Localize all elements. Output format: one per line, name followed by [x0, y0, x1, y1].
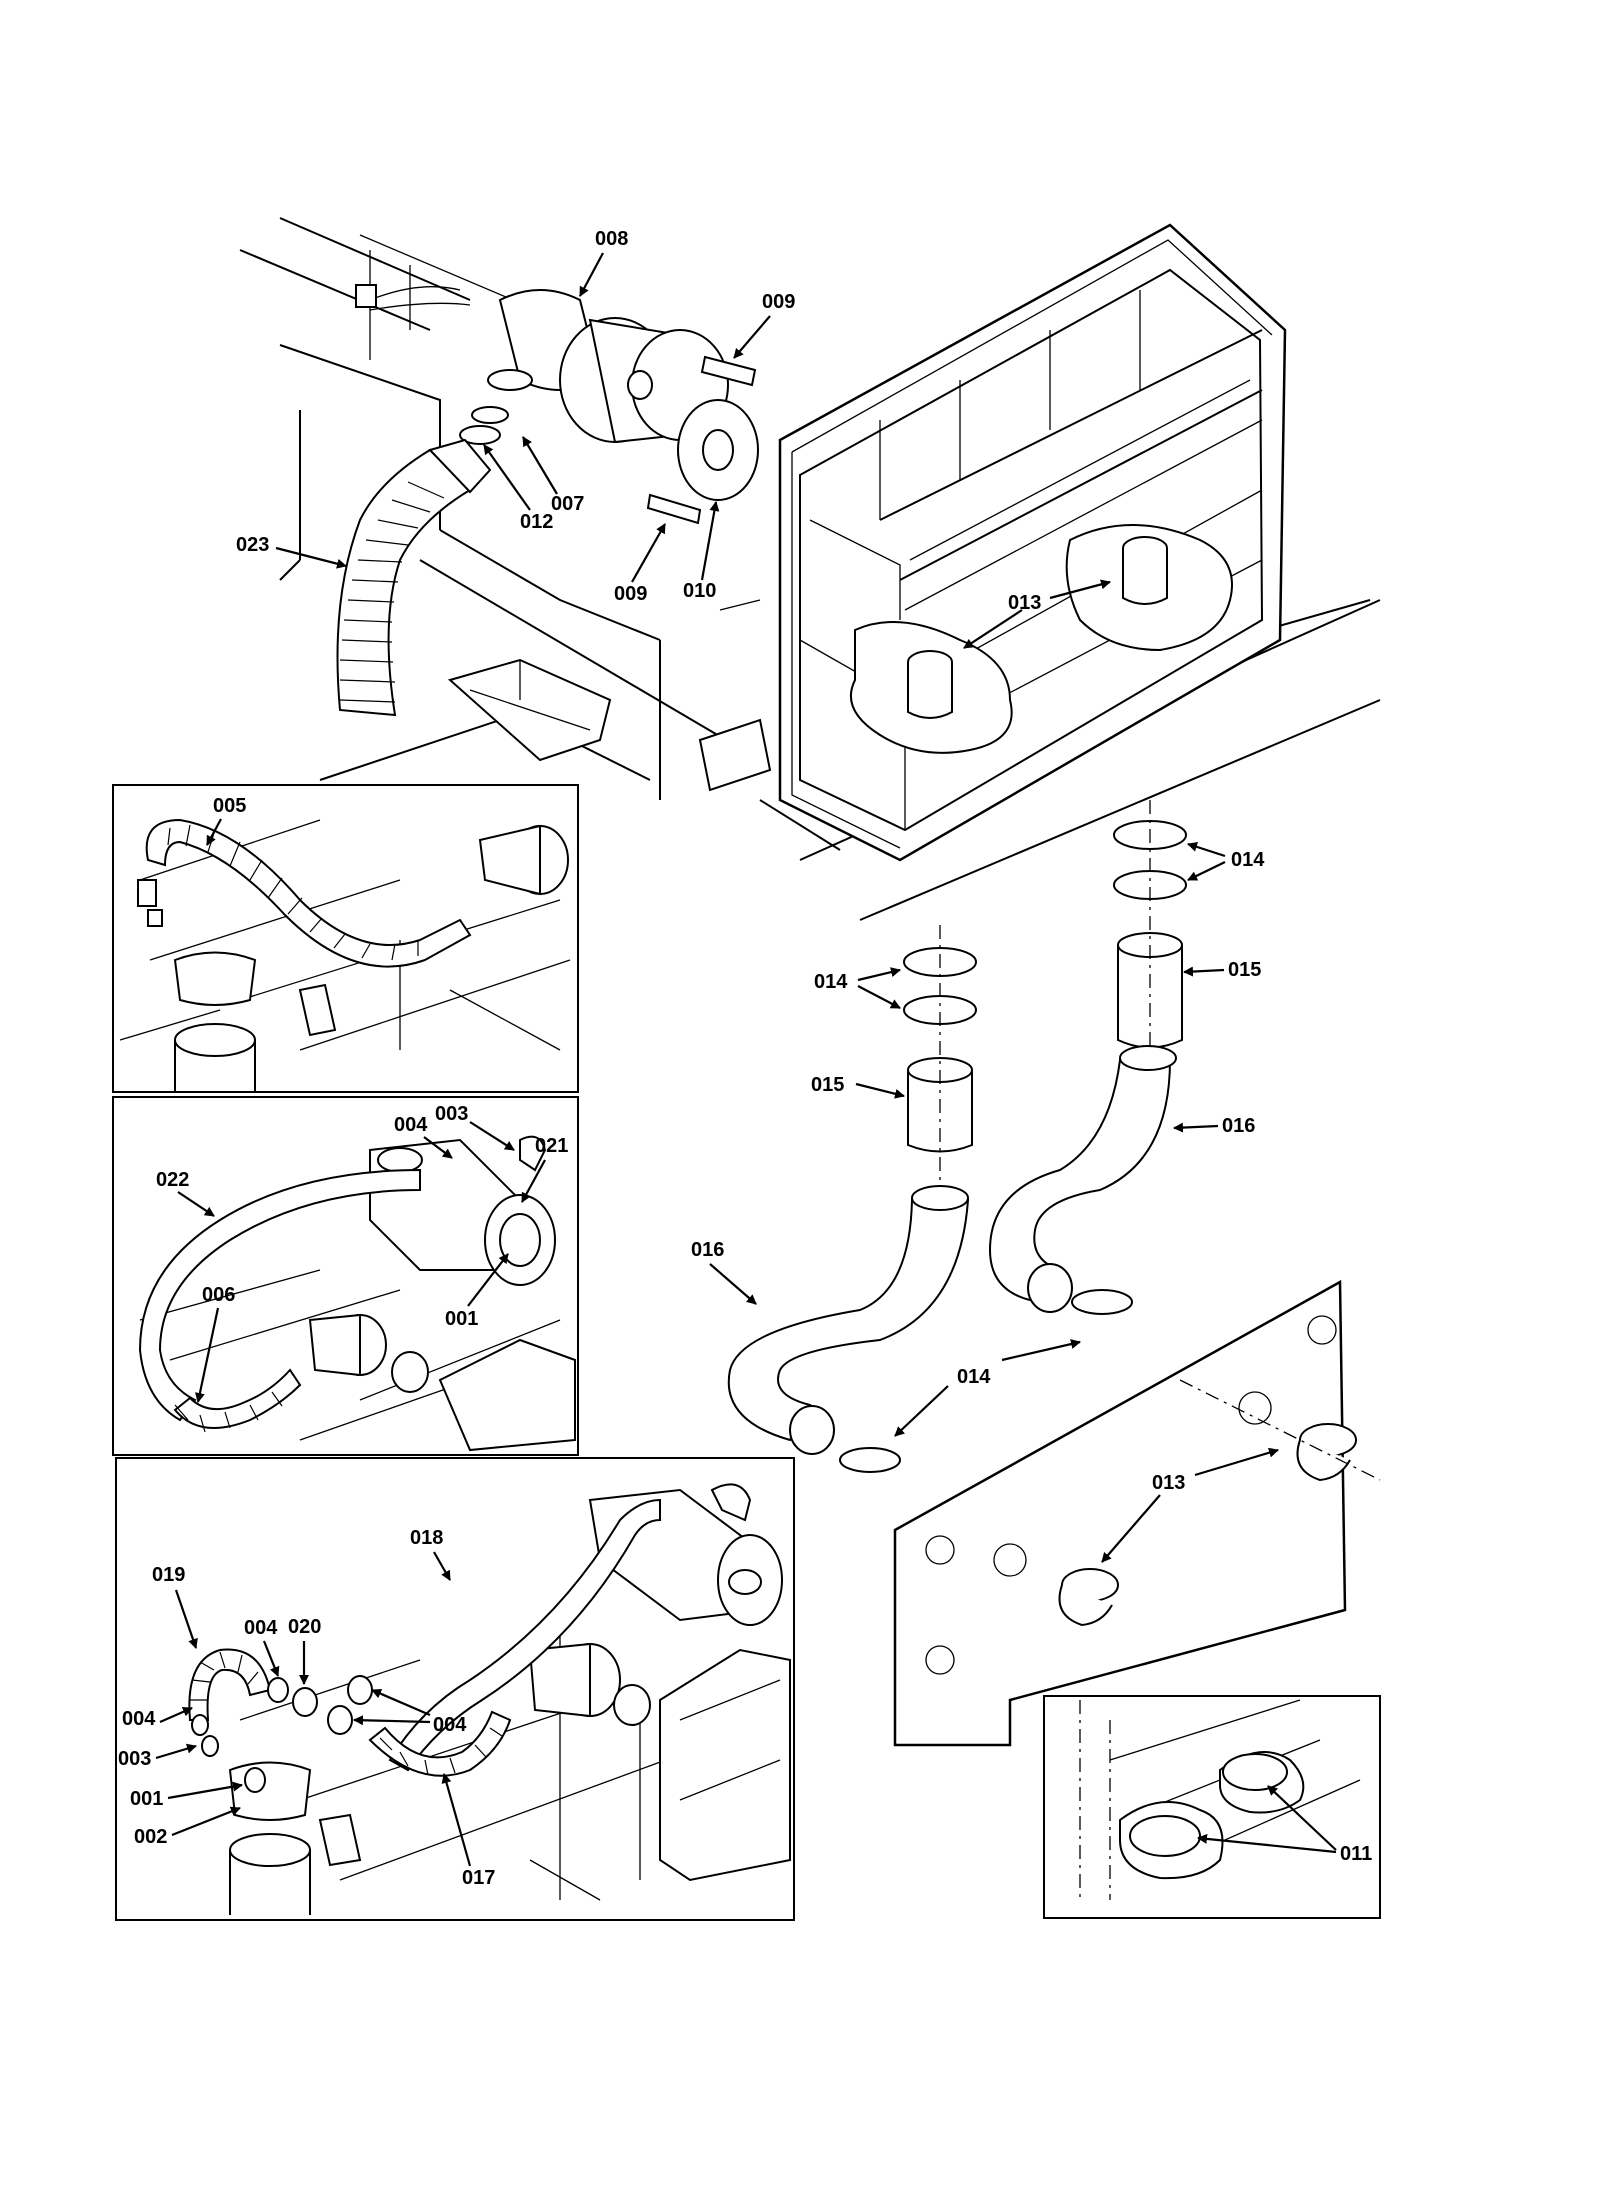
- callout-003-inset2: 003: [435, 1103, 468, 1125]
- clamp-014-f: [839, 1447, 901, 1473]
- tank-box: [778, 223, 1287, 862]
- callout-005: 005: [213, 795, 246, 817]
- callout-008: 008: [595, 228, 628, 250]
- callout-004-inset3-right: 004: [433, 1714, 467, 1736]
- callout-001-inset2: 001: [445, 1308, 478, 1330]
- callout-003-inset3: 003: [118, 1748, 151, 1770]
- inset-022: [112, 1096, 579, 1456]
- callout-017: 017: [462, 1867, 495, 1889]
- callout-016-left: 016: [691, 1239, 724, 1261]
- callout-011: 011: [1340, 1843, 1372, 1865]
- callout-020: 020: [288, 1616, 321, 1638]
- inset-005: [112, 784, 579, 1093]
- callout-009-top: 009: [762, 291, 795, 313]
- callout-015-left: 015: [811, 1074, 844, 1096]
- hose-023: [336, 438, 492, 717]
- center-parts: [727, 800, 1381, 1747]
- callout-004-inset3-left: 004: [122, 1708, 156, 1730]
- callout-019: 019: [152, 1564, 185, 1586]
- callout-014-mid: 014: [957, 1366, 991, 1388]
- callout-013-bottom: 013: [1152, 1472, 1185, 1494]
- inset-018: [115, 1457, 795, 1921]
- callout-023: 023: [236, 534, 269, 556]
- callout-001-inset3: 001: [130, 1788, 163, 1810]
- callout-009-bottom: 009: [614, 583, 647, 605]
- callout-014-right: 014: [1231, 849, 1265, 871]
- callouts: 008 009 007 012 023 009 010 013 005 014 …: [118, 228, 1372, 1889]
- callout-006: 006: [202, 1284, 235, 1306]
- hose-016-right: [988, 1059, 1172, 1302]
- callout-014-left: 014: [814, 971, 848, 993]
- callout-018: 018: [410, 1527, 443, 1549]
- callout-015-right: 015: [1228, 959, 1261, 981]
- clamp-014-e: [1071, 1289, 1133, 1315]
- callout-002: 002: [134, 1826, 167, 1848]
- callout-016-right: 016: [1222, 1115, 1255, 1137]
- main-assembly: [239, 217, 1381, 921]
- bottom-plate: [893, 1279, 1347, 1747]
- inset-011: [1043, 1695, 1381, 1919]
- callout-007: 007: [551, 493, 584, 515]
- pump-008: [355, 284, 759, 525]
- callout-010: 010: [683, 580, 716, 602]
- callout-021: 021: [535, 1135, 568, 1157]
- plug-011-b: [1222, 1753, 1288, 1791]
- plug-011-a: [1129, 1815, 1201, 1857]
- hose-016-left: [727, 1199, 970, 1442]
- callout-004-inset3-top: 004: [244, 1617, 278, 1639]
- callout-022: 022: [156, 1169, 189, 1191]
- callout-012: 012: [520, 511, 553, 533]
- callout-013-top: 013: [1008, 592, 1041, 614]
- callout-004-inset2: 004: [394, 1114, 428, 1136]
